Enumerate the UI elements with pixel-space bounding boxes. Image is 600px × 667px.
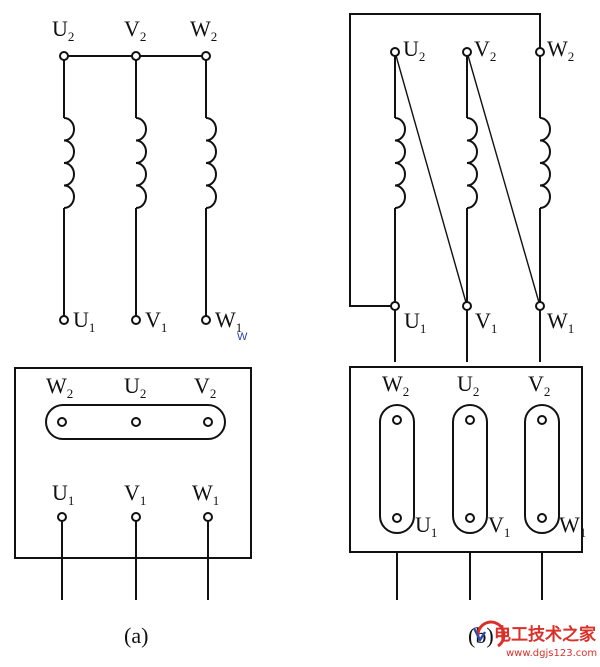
a-coil-v: [135, 117, 147, 209]
b-label-v2: V2: [474, 36, 496, 64]
a-winding-leads: [63, 56, 207, 320]
a-box-label-v1: V1: [124, 480, 146, 508]
b-box-label-w2: W2: [382, 371, 409, 399]
b-box-label-u2: U2: [457, 371, 479, 399]
a-box-terminals: [57, 417, 213, 522]
b-outer-loop: [349, 13, 541, 307]
a-terminals: [59, 51, 211, 325]
figure-b: U2 V2 W2 U1 V1 W1 W2 U2 V2 U1 V1 W1 (b): [349, 13, 586, 648]
b-winding-leads: [394, 52, 541, 362]
b-coil-u: [394, 117, 406, 209]
a-link-bar: [45, 404, 226, 440]
b-label-v1: V1: [475, 308, 497, 336]
b-box-label-v1: V1: [488, 512, 510, 540]
watermark-url: www.dgjs123.com: [506, 648, 597, 659]
a-coil-w: [205, 117, 217, 209]
b-label-u1: U1: [404, 308, 426, 336]
b-label-u2: U2: [403, 36, 425, 64]
a-box-label-v2: V2: [194, 373, 216, 401]
a-label-w2: W2: [190, 16, 217, 44]
watermark: 电工技术之家 www.dgjs123.com: [472, 620, 597, 659]
b-diagonal-links: [394, 51, 541, 307]
b-box-label-u1: U1: [415, 512, 437, 540]
b-coil-v: [466, 117, 478, 209]
b-box-label-v2: V2: [528, 371, 550, 399]
b-supply-leads: [396, 552, 543, 600]
a-box-label-u2: U2: [124, 373, 146, 401]
a-label-u2: U2: [52, 16, 74, 44]
watermark-text: 电工技术之家: [494, 624, 596, 645]
b-terminal-box: [349, 366, 583, 553]
watermark-logo-icon: [472, 620, 506, 648]
a-box-label-w1: W1: [192, 480, 219, 508]
figure-a: U2 V2 W2 U1 V1 W1 W2 U2 V2 U1 V1 W1 (a): [14, 16, 252, 648]
a-caption: (a): [124, 623, 148, 648]
a-label-w1: W1: [215, 307, 242, 335]
b-label-w1: W1: [547, 308, 574, 336]
a-coil-u: [63, 117, 75, 209]
b-box-label-w1: W1: [559, 512, 586, 540]
a-label-v2: V2: [124, 16, 146, 44]
b-link-bars: [379, 404, 560, 534]
a-box-label-w2: W2: [46, 373, 73, 401]
b-coil-w: [539, 117, 551, 209]
a-label-v1: V1: [145, 307, 167, 335]
b-box-terminals: [392, 415, 547, 523]
a-box-label-u1: U1: [52, 480, 74, 508]
b-label-w2: W2: [547, 36, 574, 64]
a-terminal-box: [14, 367, 252, 559]
a-label-u1: U1: [73, 307, 95, 335]
stray-mark: W: [237, 331, 248, 343]
a-supply-leads: [61, 521, 209, 600]
b-terminals: [390, 47, 545, 311]
